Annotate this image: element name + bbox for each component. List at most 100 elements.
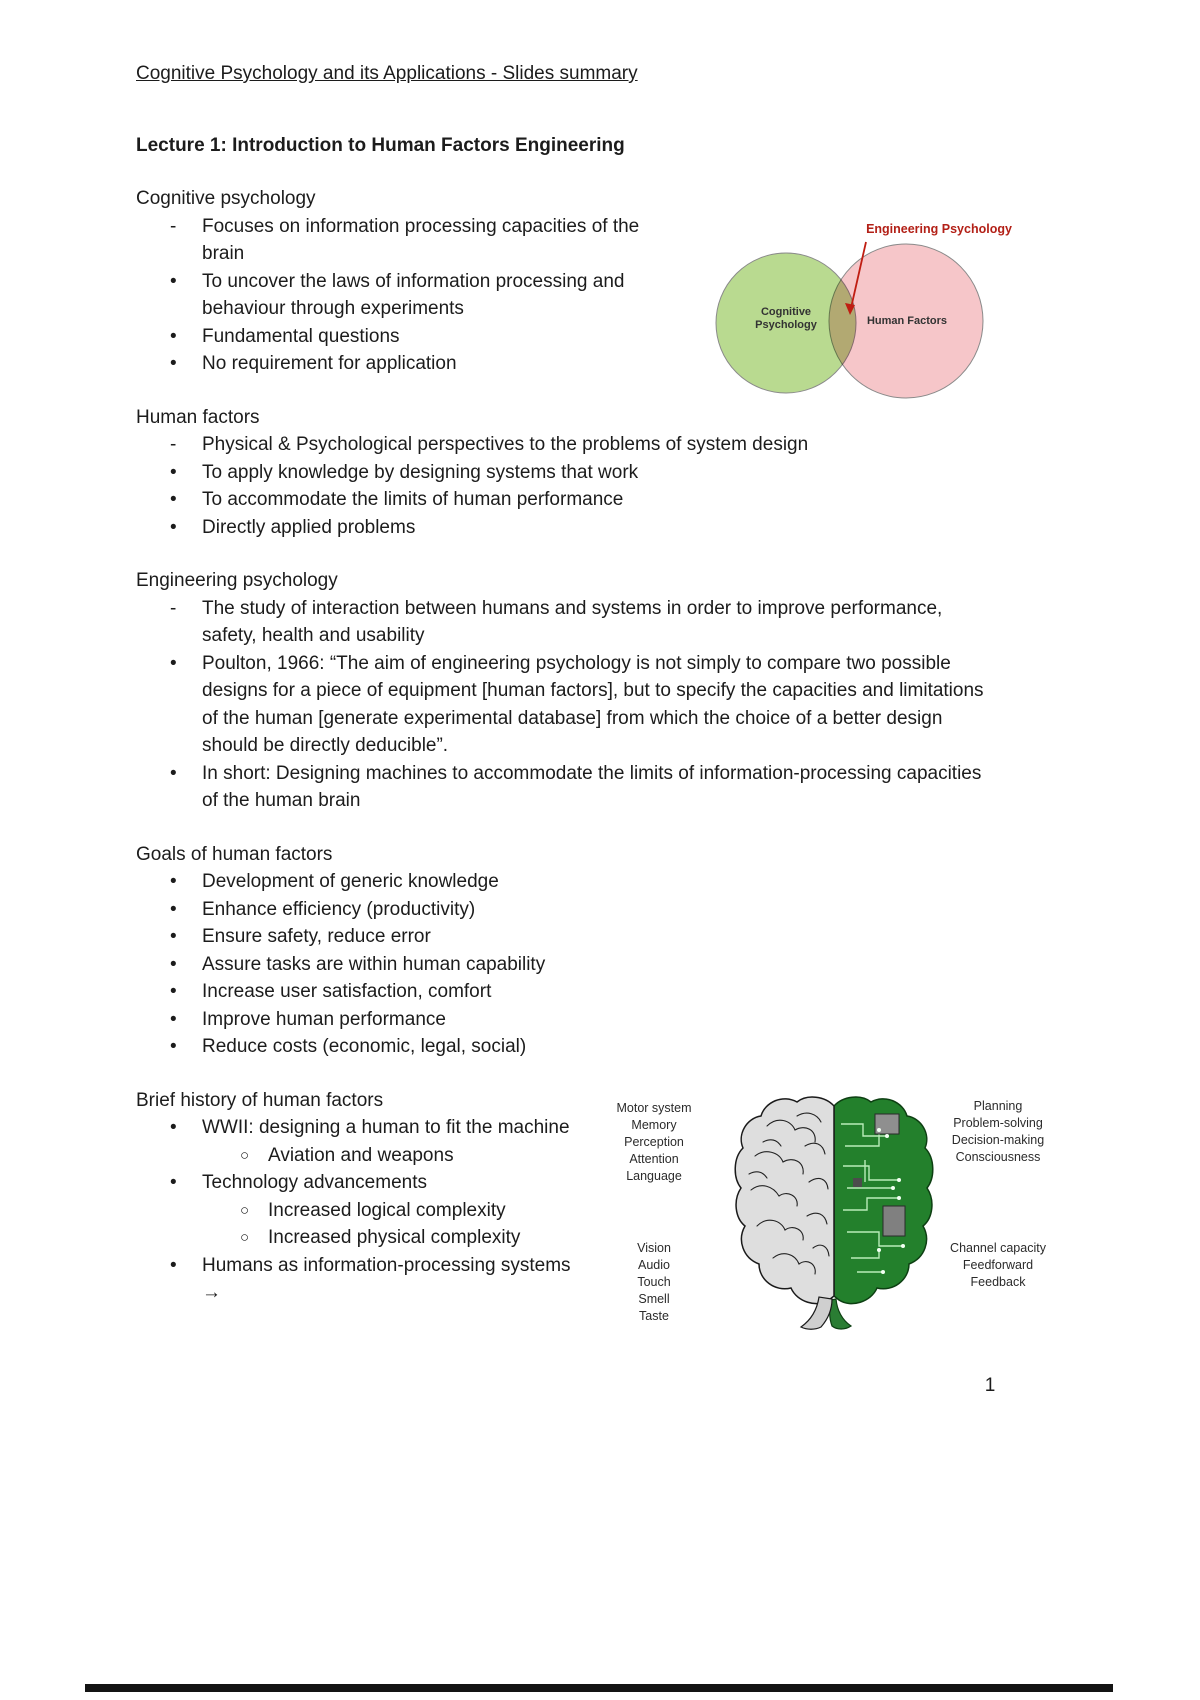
list-item: • Technology advancements	[170, 1169, 622, 1197]
list-text: Technology advancements	[202, 1172, 427, 1193]
bullet-list: - Focuses on information processing capac…	[136, 213, 672, 378]
list-text: Poulton, 1966: “The aim of engineering p…	[202, 652, 984, 757]
list-text: No requirement for application	[202, 353, 457, 374]
list-marker: •	[170, 270, 177, 292]
list-marker: •	[170, 953, 177, 975]
list-item: • Enhance efficiency (productivity)	[170, 896, 672, 924]
page-number: 1	[984, 1375, 996, 1396]
brain-illustration	[734, 1095, 934, 1330]
list-text: Increased physical complexity	[268, 1227, 521, 1248]
list-marker: •	[170, 1008, 177, 1030]
list-marker	[170, 1279, 202, 1307]
brain-label-block-cognitive-functions: Motor system Memory Perception Attention…	[598, 1100, 710, 1185]
venn-diagram-graphic	[715, 241, 984, 399]
brain-label-line: Vision	[637, 1240, 671, 1255]
list-item: •To apply knowledge by designing systems…	[170, 459, 1002, 487]
section-cognitive-psychology: Cognitive psychology -Focuses on informa…	[136, 185, 1064, 399]
brain-label-line: Decision-making	[951, 1132, 1045, 1147]
venn-label-cognitive-psychology: Cognitive Psychology	[741, 306, 831, 332]
brain-label-line: Language	[626, 1168, 682, 1183]
brain-stem-left	[799, 1295, 833, 1330]
list-marker: -	[170, 597, 177, 619]
section-heading: Human factors	[136, 406, 260, 428]
list-marker: •	[170, 325, 177, 347]
list-item: •Directly applied problems	[170, 514, 1002, 542]
circuit-chip	[882, 1205, 906, 1236]
list-text: Humans as information-processing systems	[202, 1254, 571, 1276]
list-item: • Increase user satisfaction, comfort	[170, 978, 672, 1006]
brain-label-line: Planning	[973, 1098, 1023, 1113]
section-goals: Goals of human factors •Development of g…	[136, 841, 1064, 1061]
section-heading: Engineering psychology	[136, 570, 338, 591]
list-item: • Humans as information-processing system…	[170, 1252, 622, 1280]
list-subitem: ○Increased logical complexity	[170, 1197, 622, 1225]
section-heading: Goals of human factors	[136, 843, 333, 865]
list-item: • Poulton, 1966: “The aim of engineering …	[170, 650, 1002, 760]
list-item: - Physical & Psychological perspectives t…	[170, 431, 1002, 459]
list-marker: •	[170, 871, 177, 892]
venn-label-line: Psychology	[755, 319, 817, 331]
annotation-arrow-line	[850, 241, 867, 309]
venn-right-circle	[828, 243, 984, 399]
list-text: To uncover the laws of information proce…	[202, 270, 625, 320]
list-text: To apply knowledge by designing systems …	[202, 461, 639, 483]
list-item: • To accommodate the limits of human perf…	[170, 486, 1002, 514]
list-marker: •	[170, 1254, 177, 1276]
list-marker: •	[170, 1036, 177, 1057]
brain-label-line: Motor system	[616, 1100, 692, 1115]
venn-label-line: Cognitive	[760, 306, 812, 318]
list-marker: •	[170, 353, 177, 374]
brain-label-line: Feedback	[970, 1274, 1026, 1289]
bullet-list: •Development of generic knowledge •Enhan…	[136, 868, 672, 1061]
list-text: Ensure safety, reduce error	[202, 926, 431, 947]
brain-label-line: Consciousness	[955, 1149, 1041, 1164]
page-separator	[85, 1684, 1113, 1692]
brain-label-line: Channel capacity	[950, 1240, 1046, 1255]
brain-folds	[748, 1112, 830, 1275]
list-marker: •	[170, 1172, 177, 1193]
venn-annotation-engineering-psychology: Engineering Psychology	[866, 222, 1012, 236]
bullet-list: - Physical & Psychological perspectives t…	[136, 431, 1002, 541]
bullet-list: -The study of interaction between humans…	[136, 595, 1002, 815]
list-marker: •	[170, 898, 177, 920]
list-text: Physical & Psychological perspectives to…	[202, 434, 809, 455]
list-marker: -	[170, 434, 177, 455]
list-marker: •	[170, 981, 177, 1002]
list-marker: •	[170, 516, 177, 538]
list-item: • In short: Designing machines to accommo…	[170, 760, 1002, 815]
list-text: Improve human performance	[202, 1008, 446, 1030]
brain-label-line: Perception	[624, 1134, 684, 1149]
section-heading: Brief history of human factors	[136, 1089, 384, 1111]
list-subitem: ○Aviation and weapons	[170, 1142, 622, 1170]
list-marker: -	[170, 215, 177, 237]
list-marker: ○	[240, 1201, 250, 1219]
circuit-component	[853, 1177, 862, 1187]
lecture-heading: Lecture 1: Introduction to Human Factors…	[136, 134, 625, 156]
brain-label-line: Taste	[639, 1308, 669, 1323]
list-text: WWII: designing a human to fit the machi…	[202, 1117, 570, 1138]
list-item: • Improve human performance	[170, 1006, 672, 1034]
list-marker: ○	[240, 1229, 250, 1246]
brain-label-line: Attention	[629, 1151, 679, 1166]
brain-label-block-system-properties: Channel capacity Feedforward Feedback	[926, 1240, 1070, 1291]
list-item: •Fundamental questions	[170, 323, 672, 351]
brain-label-line: Touch	[637, 1274, 671, 1289]
list-marker: •	[170, 652, 177, 674]
list-marker: •	[170, 489, 177, 510]
brain-figure: Motor system Memory Perception Attention…	[598, 1088, 1070, 1340]
list-item: •WWII: designing a human to fit the mach…	[170, 1114, 622, 1142]
list-marker: •	[170, 762, 177, 784]
list-item: -The study of interaction between humans…	[170, 595, 1002, 650]
list-text: To accommodate the limits of human perfo…	[202, 489, 624, 510]
list-item: • No requirement for application	[170, 350, 672, 378]
list-text: Increase user satisfaction, comfort	[202, 981, 492, 1002]
brain-label-block-senses: Vision Audio Touch Smell Taste	[598, 1240, 710, 1325]
annotation-arrow-head	[845, 303, 855, 315]
list-text: Focuses on information processing capaci…	[202, 215, 640, 265]
list-text: In short: Designing machines to accommod…	[202, 762, 982, 812]
section-engineering-psychology: Engineering psychology -The study of int…	[136, 567, 1064, 815]
list-text: Enhance efficiency (productivity)	[202, 898, 476, 920]
list-item: •Ensure safety, reduce error	[170, 923, 672, 951]
list-text: Aviation and weapons	[268, 1144, 454, 1166]
